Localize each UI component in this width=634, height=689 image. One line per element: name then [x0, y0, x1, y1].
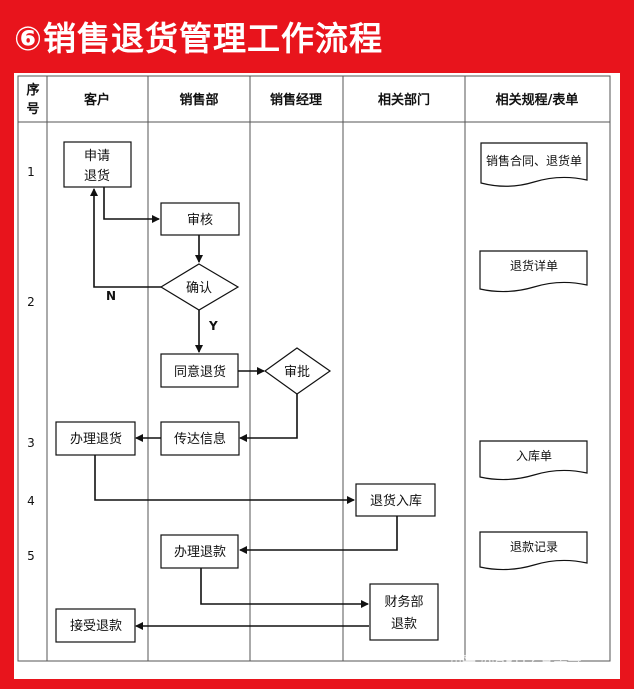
review-label: 审核 [187, 213, 213, 228]
table-grid [17, 75, 611, 662]
page-title: ⑥销售退货管理工作流程 [14, 19, 383, 58]
row-number: 4 [27, 494, 35, 508]
arrow-confirm-no-to-apply [90, 188, 161, 288]
branch-no-label: N [106, 289, 116, 303]
row-number: 5 [27, 549, 35, 563]
return-warehouse-box [355, 483, 436, 517]
approve-diamond [263, 347, 332, 395]
review-box [160, 202, 240, 236]
document-shape [479, 531, 588, 571]
document-label: 退货详单 [510, 258, 558, 273]
header-sales-manager: 销售经理 [270, 92, 322, 108]
finance-label-2: 退款 [391, 617, 417, 632]
apply-return-label-2: 退货 [84, 168, 110, 184]
handle-refund-label: 办理退款 [174, 545, 226, 560]
document-label: 入库单 [516, 448, 552, 463]
header-customer: 客户 [84, 92, 110, 108]
row-number: 1 [27, 165, 35, 179]
row-number: 2 [27, 295, 35, 309]
confirm-diamond [159, 263, 240, 311]
row-number: 3 [27, 436, 35, 450]
return-warehouse-label: 退货入库 [370, 493, 422, 509]
header-seq-char1: 序 [26, 82, 39, 98]
document-shape [479, 440, 588, 481]
arrow-customer-to-warehouse [94, 455, 355, 504]
document-label: 销售合同、退货单 [486, 153, 582, 168]
finance-refund-box [369, 583, 439, 641]
agree-return-label: 同意退货 [174, 364, 226, 380]
document-label: 退款记录 [510, 540, 558, 554]
arrow-warehouse-to-refund [239, 516, 398, 554]
arrow-apply-to-review [103, 187, 160, 223]
relay-info-box [160, 421, 240, 456]
document-shape [479, 250, 588, 293]
watermark: 知乎 @HRD学堂牛哥 [448, 654, 582, 670]
relay-info-label: 传达信息 [174, 431, 226, 447]
customer-handle-return-label: 办理退货 [70, 431, 122, 447]
approve-label: 审批 [284, 365, 310, 380]
receive-refund-label: 接受退款 [70, 618, 122, 634]
header-seq-char2: 号 [26, 102, 39, 117]
header-sales-dept: 销售部 [179, 92, 218, 108]
handle-refund-box [160, 534, 239, 569]
header-procedures-forms: 相关规程/表单 [496, 92, 579, 108]
arrow-approve-to-relay [239, 394, 298, 442]
arrow-refund-to-finance [200, 568, 369, 608]
apply-return-box [63, 141, 132, 188]
apply-return-label-1: 申请 [84, 149, 110, 164]
agree-return-box [160, 353, 239, 388]
branch-yes-label: Y [208, 319, 218, 333]
confirm-label: 确认 [186, 281, 212, 296]
receive-refund-box [55, 608, 136, 643]
document-shape [480, 142, 588, 187]
finance-label-1: 财务部 [384, 594, 423, 610]
customer-handle-return-box [55, 421, 136, 456]
header-related-dept: 相关部门 [378, 92, 430, 108]
